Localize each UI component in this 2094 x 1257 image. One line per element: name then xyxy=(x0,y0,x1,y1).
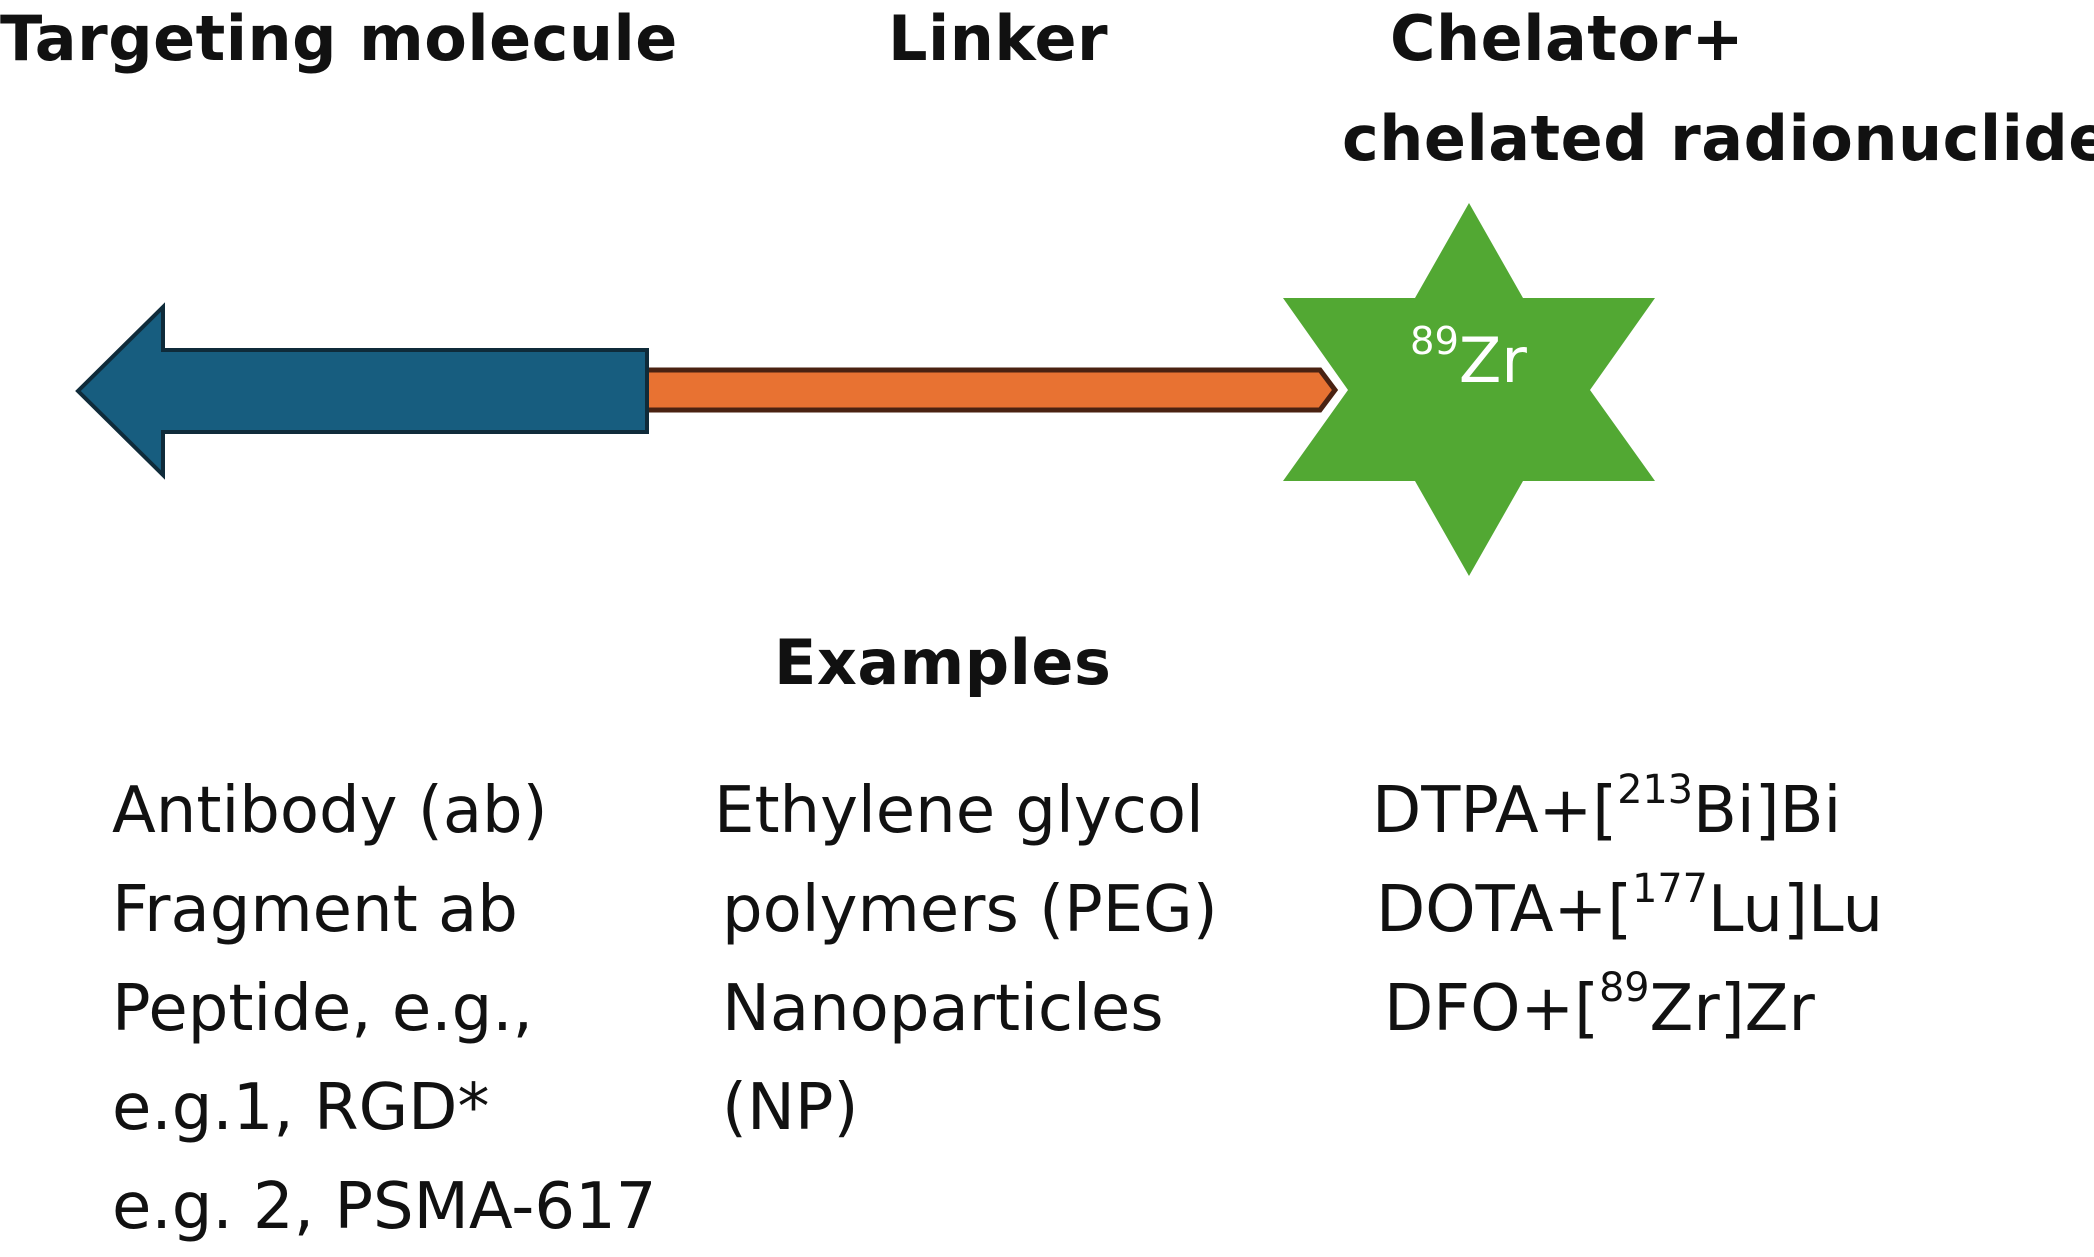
targeting-example-item: Peptide, e.g., xyxy=(112,972,533,1046)
chelator-suffix: Bi]Bi xyxy=(1692,774,1842,848)
chelator-example-item: DTPA+[213Bi]Bi xyxy=(1372,762,1883,861)
targeting-example-item: e.g. 2, PSMA-617 xyxy=(112,1170,657,1244)
chelator-example-item: DFO+[89Zr]Zr xyxy=(1372,960,1883,1059)
targeting-example-item: Antibody (ab) xyxy=(112,774,548,848)
linker-example-item: (NP) xyxy=(722,1071,859,1145)
star-isotope-mass: 89 xyxy=(1410,319,1459,365)
targeting-example-item: Fragment ab xyxy=(112,873,518,947)
star-isotope-label: 89Zr xyxy=(1410,323,1527,392)
conjugate-diagram xyxy=(75,203,1655,576)
isotope-mass: 213 xyxy=(1617,767,1693,814)
star-element: Zr xyxy=(1458,324,1527,397)
chelator-example-item: DOTA+[177Lu]Lu xyxy=(1372,861,1883,960)
linker-example-item: Ethylene glycol xyxy=(714,774,1204,848)
chelator-star xyxy=(1283,203,1655,576)
chelator-prefix: DOTA+[ xyxy=(1376,873,1633,947)
targeting-molecule-heading: Targeting molecule xyxy=(0,2,678,75)
targeting-example-item: e.g.1, RGD* xyxy=(112,1071,490,1145)
isotope-mass: 177 xyxy=(1632,866,1708,913)
linker-bar xyxy=(637,367,1339,413)
linker-examples-list: Ethylene glycol polymers (PEG) Nanoparti… xyxy=(714,762,1218,1158)
targeting-molecule-arrow xyxy=(75,302,649,480)
chelator-suffix: Lu]Lu xyxy=(1707,873,1884,947)
linker-example-item: Nanoparticles xyxy=(722,972,1164,1046)
isotope-mass: 89 xyxy=(1599,965,1650,1012)
chelator-examples-list: DTPA+[213Bi]Bi DOTA+[177Lu]Lu DFO+[89Zr]… xyxy=(1372,762,1883,1059)
chelator-heading-line2: chelated radionuclide xyxy=(1342,102,2094,175)
chelator-prefix: DFO+[ xyxy=(1384,972,1600,1046)
chelator-suffix: Zr]Zr xyxy=(1649,972,1815,1046)
linker-example-item: polymers (PEG) xyxy=(722,873,1218,947)
chelator-prefix: DTPA+[ xyxy=(1372,774,1618,848)
linker-heading: Linker xyxy=(888,2,1109,75)
chelator-heading-line1: Chelator+ xyxy=(1390,2,1745,75)
targeting-examples-list: Antibody (ab) Fragment ab Peptide, e.g.,… xyxy=(112,762,657,1257)
examples-heading: Examples xyxy=(774,626,1112,699)
